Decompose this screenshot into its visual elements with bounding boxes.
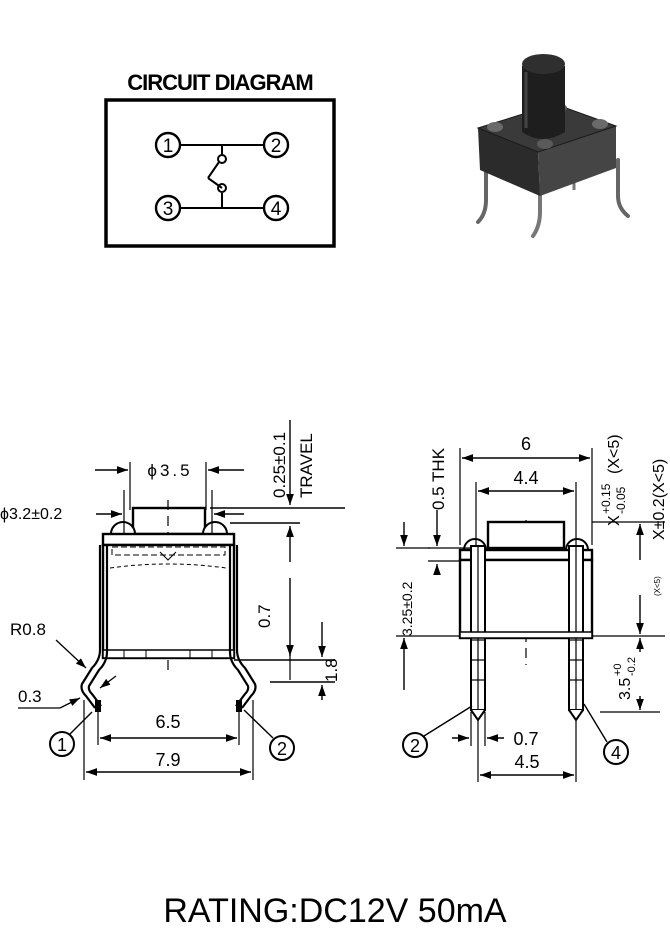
dim-3-5: 3.5 +0 -0.2 xyxy=(612,657,638,700)
dim-stem-diameter: ϕ3.5 xyxy=(147,461,192,480)
tolerance-b: X±0.2(X<5) xyxy=(651,459,668,540)
dim-0-7-side: 0.7 xyxy=(513,729,538,749)
dim-4-4: 4.4 xyxy=(513,468,538,488)
circuit-diagram: CIRCUIT DIAGRAM 1 2 3 4 xyxy=(104,70,336,248)
svg-text:2: 2 xyxy=(271,136,282,157)
front-pin-2: 2 xyxy=(277,739,287,759)
svg-text:1: 1 xyxy=(163,136,174,157)
circuit-pin-1: 1 xyxy=(154,131,182,159)
dim-thk: 0.5 THK xyxy=(429,447,448,510)
switch-photo xyxy=(476,54,630,238)
svg-text:3: 3 xyxy=(163,199,174,220)
circuit-switch xyxy=(180,144,264,209)
svg-text:3.5: 3.5 xyxy=(617,678,634,700)
side-pin-4: 4 xyxy=(611,743,621,763)
svg-text:X: X xyxy=(606,515,623,526)
dim-travel: 0.25±0.1 xyxy=(270,432,289,498)
tolerance-a: X +0.15 -0.05 (X<5) xyxy=(599,434,628,526)
circuit-pin-3: 3 xyxy=(154,194,182,222)
circuit-box xyxy=(104,98,336,248)
svg-text:-0.05: -0.05 xyxy=(614,486,628,514)
front-view: ϕ3.5 ϕ3.2±0.2 0.25±0.1 TRAVEL 0.7 1.8 R0… xyxy=(0,420,345,780)
svg-text:+0.15: +0.15 xyxy=(599,483,613,514)
circuit-pin-4: 4 xyxy=(262,194,290,222)
front-pin-1: 1 xyxy=(57,735,67,755)
dim-radius: R0.8 xyxy=(10,620,46,639)
small-note: (X<5) xyxy=(653,576,662,596)
dim-3-25: 3.25±0.2 xyxy=(399,581,415,636)
svg-text:+0: +0 xyxy=(612,663,624,676)
circuit-pin-2: 2 xyxy=(262,131,290,159)
side-pin-2: 2 xyxy=(410,736,420,756)
dim-6: 6 xyxy=(521,434,531,454)
svg-text:-0.2: -0.2 xyxy=(626,657,638,676)
dim-0-7: 0.7 xyxy=(255,604,274,628)
svg-text:(X<5): (X<5) xyxy=(606,434,623,474)
svg-text:4: 4 xyxy=(271,199,282,220)
circuit-title: CIRCUIT DIAGRAM xyxy=(127,70,312,95)
dim-pin-diameter: ϕ3.2±0.2 xyxy=(0,506,62,523)
rating-text: RATING:DC12V 50mA xyxy=(163,892,507,930)
dim-4-5: 4.5 xyxy=(514,752,539,772)
dim-6-5: 6.5 xyxy=(155,712,180,732)
dim-7-9: 7.9 xyxy=(155,750,180,770)
dim-thickness: 0.3 xyxy=(18,687,42,706)
side-view: 6 4.4 0.5 THK 3.25±0.2 X +0.15 -0.05 (X< xyxy=(396,434,668,782)
travel-label: TRAVEL xyxy=(297,433,316,498)
dim-1-8: 1.8 xyxy=(322,658,341,682)
